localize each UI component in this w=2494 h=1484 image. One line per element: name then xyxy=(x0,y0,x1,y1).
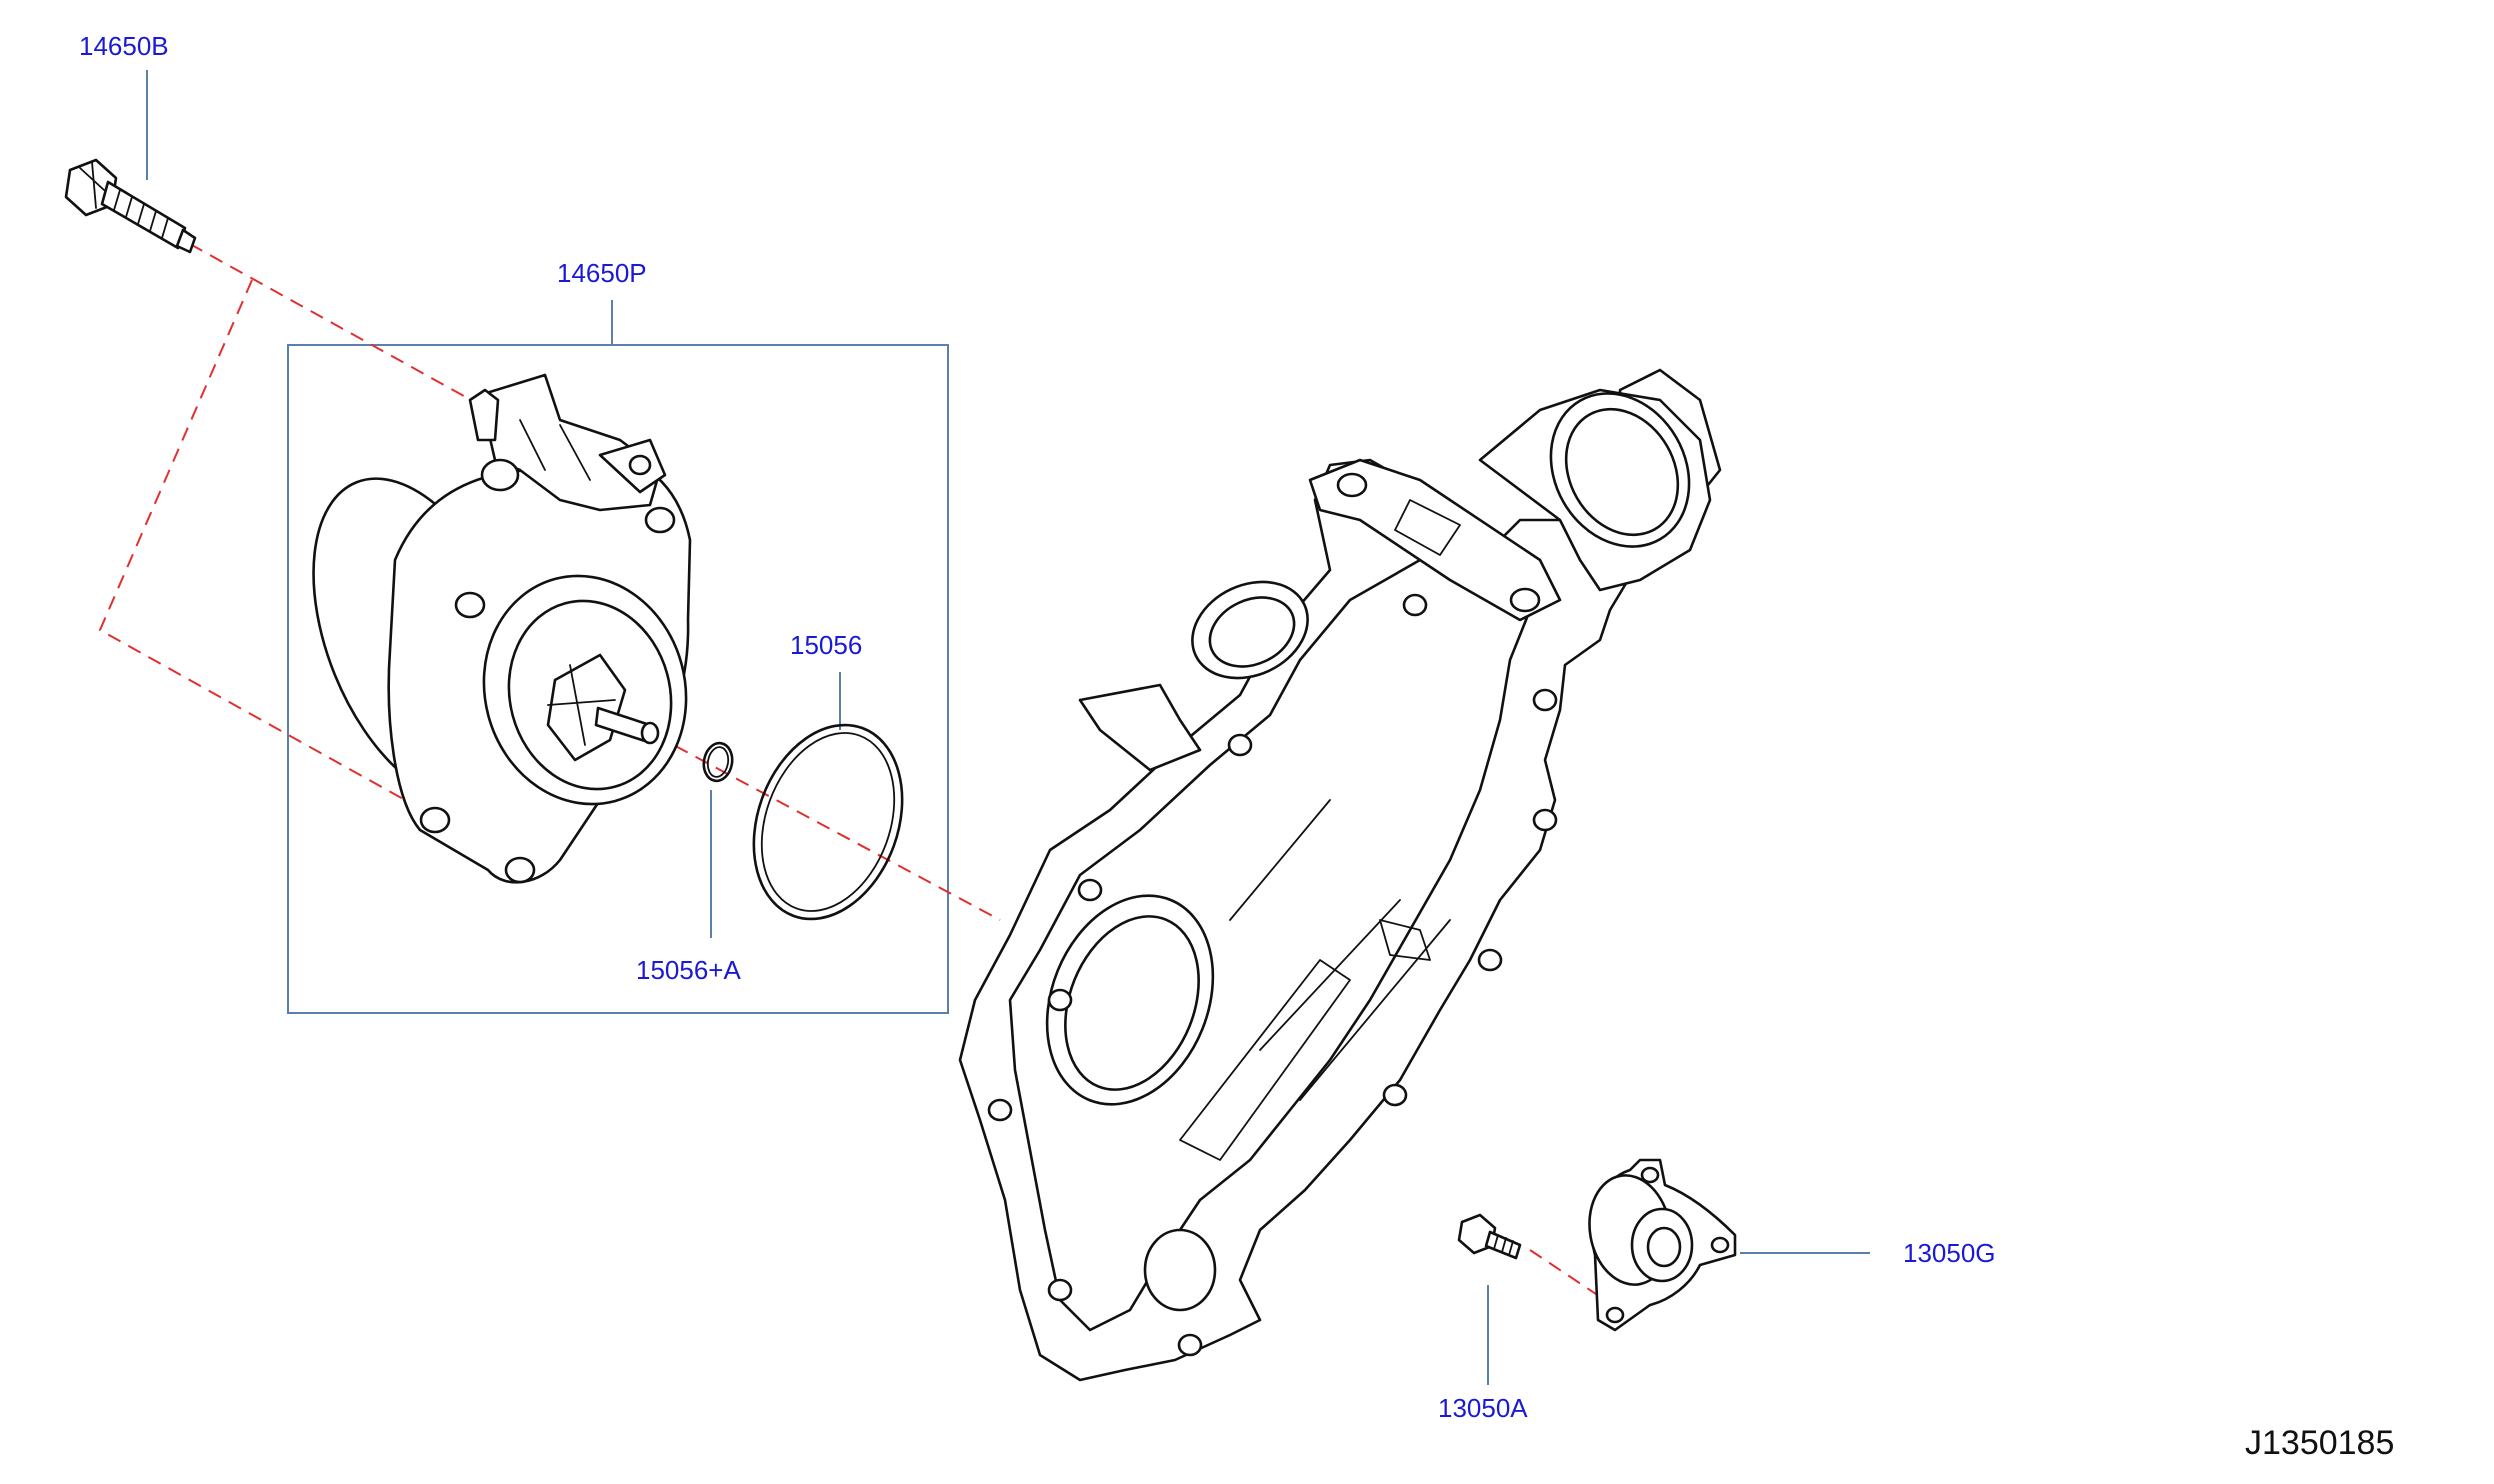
label-14650p: 14650P xyxy=(557,258,647,288)
flange-bolt-upper xyxy=(64,158,197,254)
diagram-code: J1350185 xyxy=(2245,1424,2395,1462)
label-13050g: 13050G xyxy=(1903,1238,1996,1268)
label-13050a: 13050A xyxy=(1438,1393,1528,1423)
label-14650b: 14650B xyxy=(79,31,169,61)
label-15056: 15056 xyxy=(790,630,863,660)
o-ring-large xyxy=(752,723,904,921)
assembly-box xyxy=(287,344,949,1014)
cover-plate xyxy=(1588,1158,1737,1332)
vacuum-pump xyxy=(312,373,692,884)
o-ring-small xyxy=(702,741,734,783)
label-15056a: 15056+A xyxy=(636,955,741,985)
plate-bolt xyxy=(1457,1213,1522,1260)
front-case-housing xyxy=(958,368,1722,1382)
